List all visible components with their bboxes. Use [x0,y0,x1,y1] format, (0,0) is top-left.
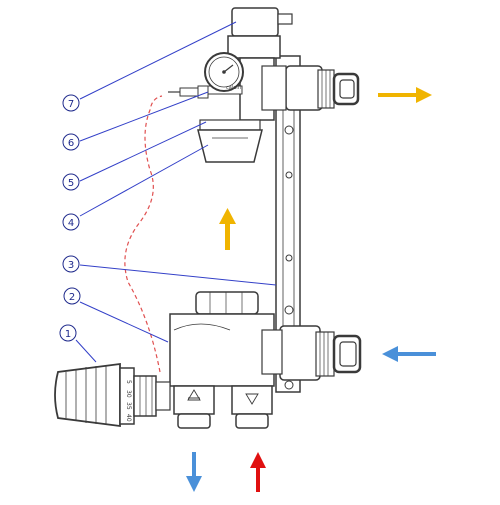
callout-number: 3 [68,260,74,271]
flow-arrow-left-blue [382,346,436,362]
callout-number: 7 [68,99,74,110]
leader-line-2 [79,301,169,343]
gauge-brand-label: caleffi [226,85,241,91]
upper-valve-body [227,7,293,121]
callout-number: 1 [65,329,71,340]
leader-line-4 [79,144,209,217]
capillary-tube [124,95,163,373]
upper-union-fitting [285,65,335,111]
upper-outlet-connector [332,72,360,106]
bottom-outlet-port [173,385,215,429]
bottom-inlet-port [231,385,273,429]
callout-number: 6 [68,138,74,149]
pressure-gauge: caleffi [204,52,244,95]
flow-arrow-up-yellow [219,208,236,250]
leader-line-7 [79,21,237,100]
leader-line-3 [79,264,277,286]
scale-mark-5: 5 [125,380,132,384]
callout-number: 4 [68,218,74,229]
callout-4: 4 [62,213,80,231]
lower-union-fitting [279,325,335,381]
callout-number: 2 [69,292,75,303]
thermostatic-head: 5 30 35 40 [54,362,171,428]
temperature-probe [168,85,209,99]
scale-mark-35: 35 [125,402,132,410]
scale-mark-30: 30 [125,390,132,398]
scale-mark-40: 40 [125,414,132,422]
leader-line-5 [79,121,207,182]
flow-arrow-down-blue [186,452,202,492]
mixing-valve-housing [197,119,263,163]
lower-inlet-connector [332,334,362,374]
callout-1: 1 [59,324,77,342]
leader-lines [75,21,277,363]
callout-7: 7 [62,94,80,112]
lower-valve-body [169,291,283,387]
callout-5: 5 [62,173,80,191]
callout-6: 6 [62,133,80,151]
callout-number: 5 [68,178,74,189]
leader-line-6 [79,91,209,142]
callout-2: 2 [63,287,81,305]
flow-arrow-right-yellow [378,87,432,103]
flow-arrow-up-red [250,452,266,492]
callout-3: 3 [62,255,80,273]
leader-line-1 [75,339,97,363]
